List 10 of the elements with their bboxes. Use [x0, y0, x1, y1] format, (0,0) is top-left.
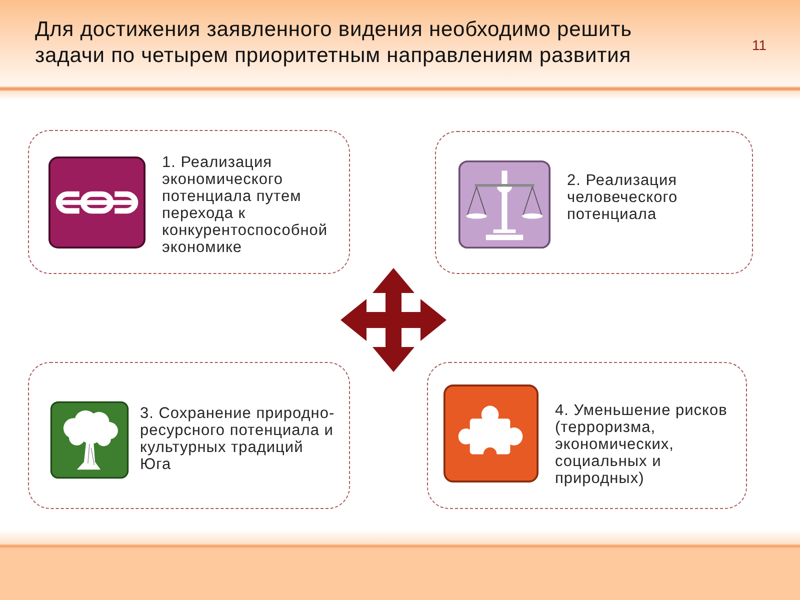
- card-text: 4. Уменьшение рисков (терроризма, экономических, социальных и природных): [555, 402, 728, 487]
- task-card: [28, 130, 350, 274]
- task-card: [435, 131, 753, 274]
- task-card: [427, 362, 747, 509]
- card-text: 1. Реализация экономического потенциала путем перехода к конкурентоспособной экономике: [162, 154, 329, 256]
- slide-title: Для достижения заявленного видения необходимо решить задачи по четырем приоритетным направлениям развития: [35, 17, 633, 69]
- card-text: 2. Реализация человеческого потенциала: [567, 172, 679, 223]
- card-text: 3. Сохранение природно-ресурсного потенциала и культурных традиций Юга: [140, 405, 336, 473]
- task-card: [28, 362, 350, 509]
- page-number: 11: [752, 37, 767, 53]
